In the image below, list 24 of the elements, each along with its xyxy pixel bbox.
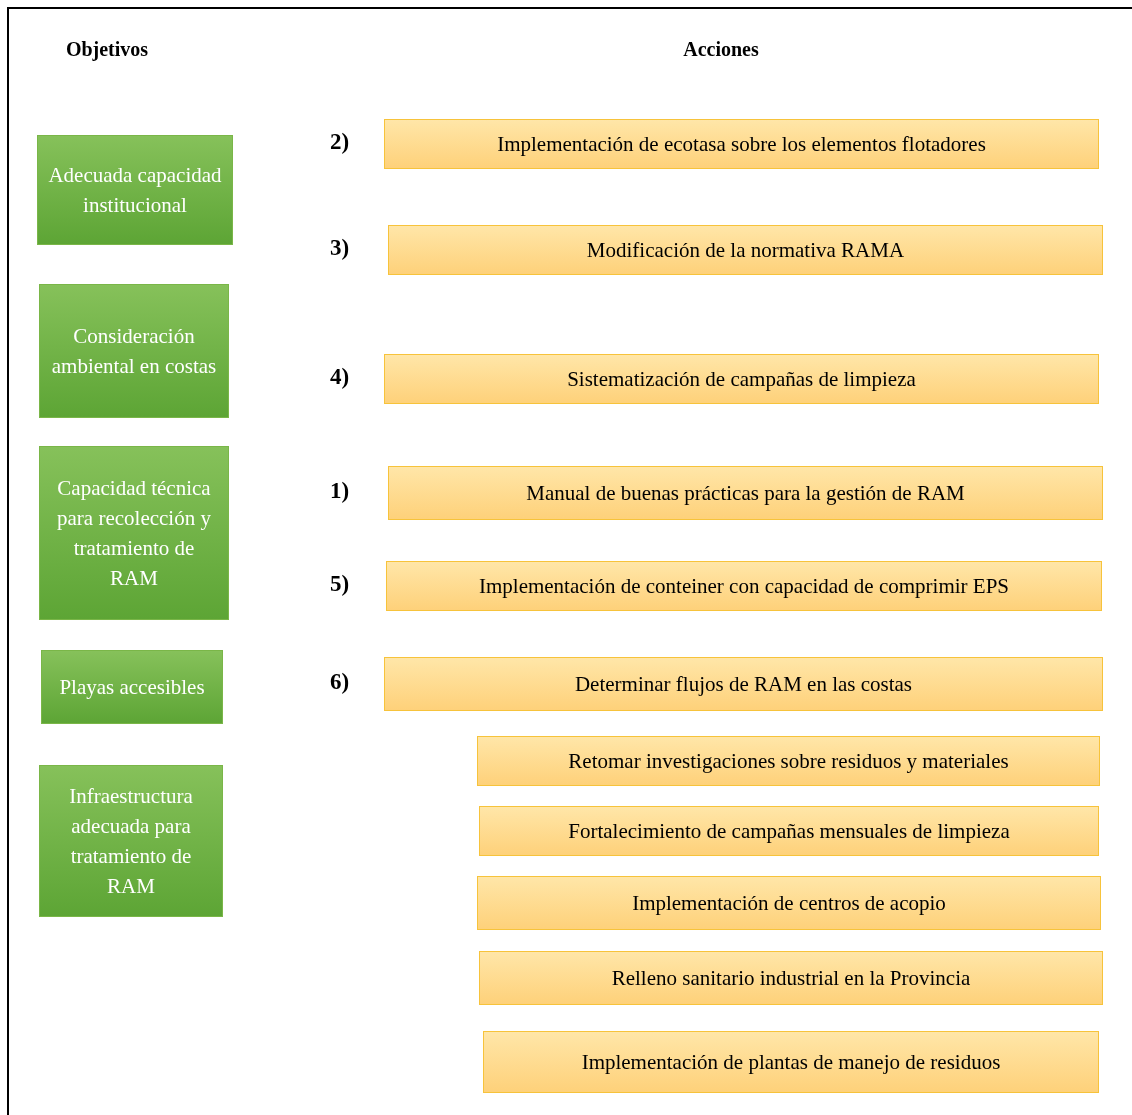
callout-number: 6) [330,669,350,695]
objective-box: Playas accesibles [41,650,223,724]
action-box: Modificación de la normativa RAMA [388,225,1103,275]
action-box: Implementación de conteiner con capacidad de comprimir EPS [386,561,1102,611]
action-box: Manual de buenas prácticas para la gestión de RAM [388,466,1103,520]
column-heading: Acciones [683,38,759,61]
callout-number: 1) [330,478,350,504]
action-box: Retomar investigaciones sobre residuos y materiales [477,736,1100,786]
callout-number: 3) [330,235,350,261]
action-box: Sistematización de campañas de limpieza [384,354,1099,404]
objective-box: Adecuada capacidad institucional [37,135,233,245]
objective-box: Capacidad técnica para recolección y tratamiento de RAM [39,446,229,620]
action-box: Relleno sanitario industrial en la Provincia [479,951,1103,1005]
action-box: Fortalecimiento de campañas mensuales de limpieza [479,806,1099,856]
objective-box: Infraestructura adecuada para tratamiento de RAM [39,765,223,917]
action-box: Implementación de plantas de manejo de residuos [483,1031,1099,1093]
action-box: Implementación de ecotasa sobre los elementos flotadores [384,119,1099,169]
column-heading: Objetivos [65,38,149,61]
callout-number: 4) [330,364,350,390]
callout-number: 2) [330,129,350,155]
action-box: Determinar flujos de RAM en las costas [384,657,1103,711]
callout-number: 5) [330,571,350,597]
action-box: Implementación de centros de acopio [477,876,1101,930]
objective-box: Consideración ambiental en costas [39,284,229,418]
